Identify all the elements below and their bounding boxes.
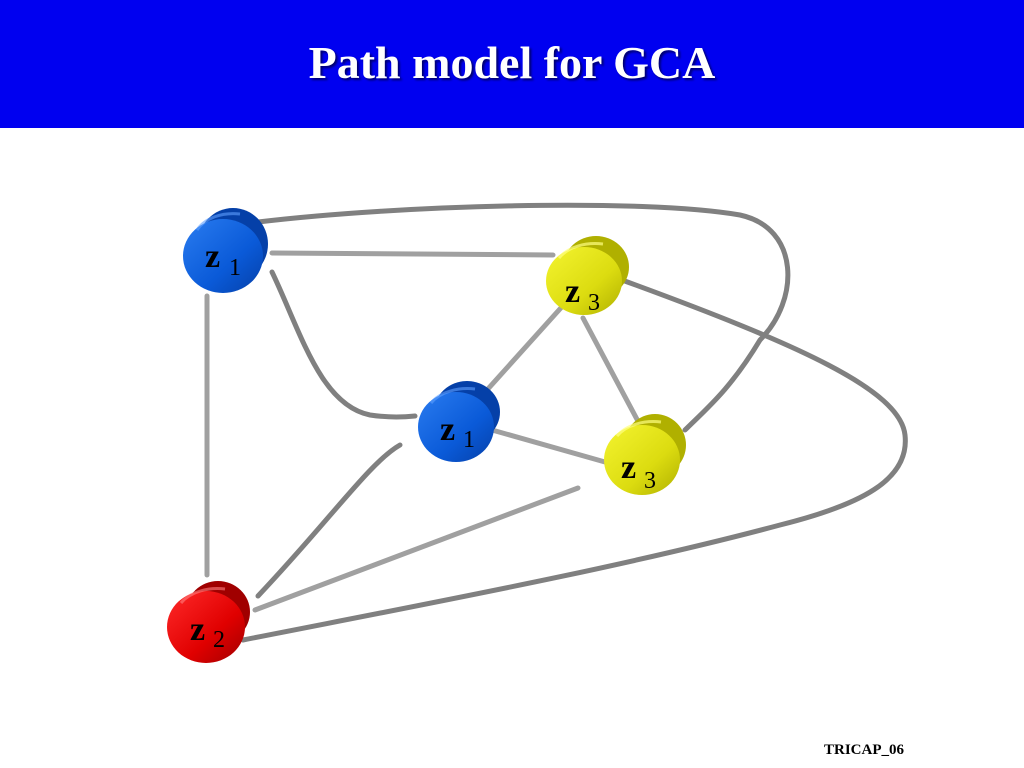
footer-label: TRICAP_06 bbox=[823, 742, 904, 758]
edge-z1-inner-to-z3-lower bbox=[489, 427, 608, 465]
edge-z1-outer-to-z3-upper bbox=[269, 250, 556, 258]
edges bbox=[204, 202, 908, 643]
node-z1-inner: z 1 bbox=[418, 381, 500, 462]
node-z3-lower-subscript: 3 bbox=[644, 468, 656, 494]
node-z3-upper: z 3 bbox=[546, 236, 629, 316]
edge-z3-lower-to-z2 bbox=[252, 485, 581, 613]
node-z3-lower: z 3 bbox=[604, 414, 686, 495]
edge-z3-upper-to-z2-loop bbox=[240, 277, 908, 643]
node-z1-outer-subscript: 1 bbox=[229, 255, 241, 281]
edge-z3-upper-to-z1-inner bbox=[484, 297, 571, 393]
node-z1-inner-subscript: 1 bbox=[463, 427, 475, 453]
node-z1-outer-letter: z bbox=[205, 238, 220, 275]
edge-z1-outer-to-z3-lower-arc bbox=[255, 202, 791, 433]
edge-z3-upper-to-z3-lower bbox=[580, 315, 643, 428]
edge-z1-outer-to-z1-inner bbox=[269, 269, 418, 420]
node-z3-lower-letter: z bbox=[621, 449, 636, 486]
title-bar: Path model for GCA bbox=[0, 0, 1024, 128]
edge-z1-inner-to-z2 bbox=[255, 442, 403, 599]
node-z3-upper-letter: z bbox=[565, 273, 580, 310]
node-z1-outer: z 1 bbox=[183, 208, 268, 293]
node-z2-letter: z bbox=[190, 611, 205, 648]
node-z2-subscript: 2 bbox=[213, 627, 225, 653]
node-z2: z 2 bbox=[167, 581, 250, 663]
node-z3-upper-subscript: 3 bbox=[588, 290, 600, 316]
slide-title: Path model for GCA bbox=[308, 37, 716, 88]
node-z1-inner-letter: z bbox=[440, 411, 455, 448]
